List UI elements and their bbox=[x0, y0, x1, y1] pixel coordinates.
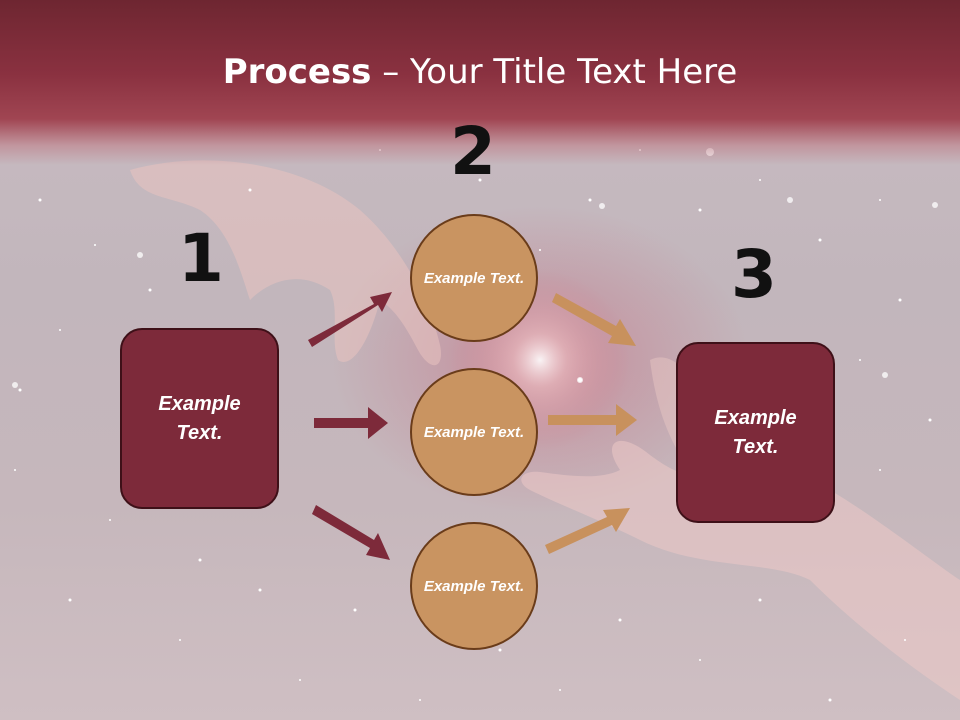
sparkles bbox=[14, 149, 932, 702]
arrow-top-to-right bbox=[552, 293, 636, 346]
right-process-box: Example Text. bbox=[676, 342, 835, 523]
title-rest-text: – Your Title Text Here bbox=[371, 52, 738, 92]
arrow-left-to-top bbox=[308, 292, 392, 347]
circle-top-text: Example Text. bbox=[423, 269, 525, 287]
step-number-3: 3 bbox=[731, 236, 777, 313]
circle-middle-text: Example Text. bbox=[423, 423, 525, 441]
arrow-middle-to-right bbox=[548, 404, 637, 436]
circle-bottom-text: Example Text. bbox=[423, 577, 525, 595]
left-box-text: Example Text. bbox=[158, 392, 241, 444]
title-band bbox=[0, 0, 960, 165]
circle-bottom: Example Text. bbox=[410, 522, 538, 650]
step-number-1: 1 bbox=[178, 220, 224, 297]
arrow-left-to-middle bbox=[314, 407, 388, 439]
step-number-2: 2 bbox=[450, 113, 496, 190]
circle-top: Example Text. bbox=[410, 214, 538, 342]
right-box-text: Example Text. bbox=[714, 406, 797, 458]
arrow-bottom-to-right bbox=[545, 508, 630, 554]
slide-title: Process – Your Title Text Here bbox=[0, 52, 960, 92]
circle-middle: Example Text. bbox=[410, 368, 538, 496]
lower-hand-shape bbox=[521, 422, 960, 700]
left-process-box: Example Text. bbox=[120, 328, 279, 509]
arrow-left-to-bottom bbox=[312, 505, 390, 560]
title-bold-text: Process bbox=[222, 52, 372, 92]
